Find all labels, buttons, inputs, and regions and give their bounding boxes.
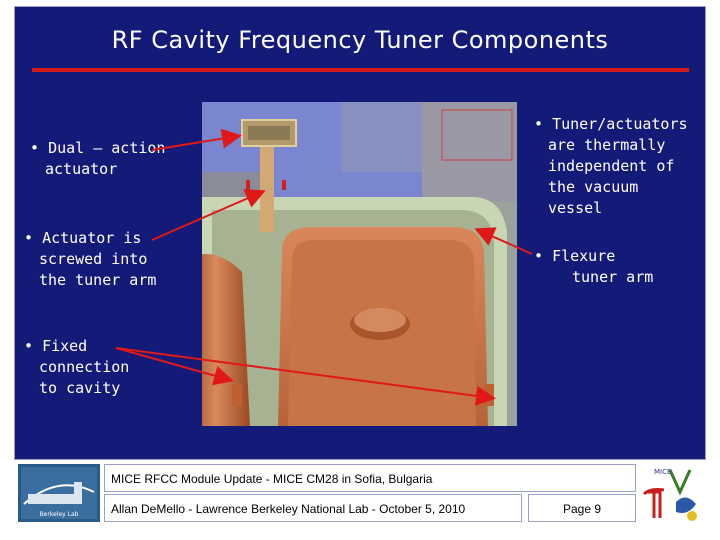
left-logo-caption: Berkeley Lab: [40, 511, 79, 518]
bullet-actuator-screwed: • Actuator is screwed into the tuner arm: [24, 228, 156, 291]
arrow-actuator-screwed: [151, 189, 266, 241]
footer-author: Allan DeMello - Lawrence Berkeley Nation…: [104, 494, 522, 522]
footer-event: MICE RFCC Module Update - MICE CM28 in S…: [104, 464, 636, 492]
bullet-line: to cavity: [39, 379, 121, 397]
bullet-marker: •: [534, 115, 544, 133]
bullet-line: the tuner arm: [39, 271, 157, 289]
bullet-line: the vacuum: [548, 178, 639, 196]
bullet-marker: •: [534, 247, 544, 265]
bullet-line: are thermally: [548, 136, 666, 154]
bullet-dual-action: • Dual – action actuator: [30, 138, 165, 180]
bullet-line: screwed into: [39, 250, 148, 268]
arrow-dual-action: [151, 128, 242, 151]
berkeley-lab-logo: Berkeley Lab: [18, 464, 100, 522]
bullet-line: vessel: [548, 199, 603, 217]
bullet-line: independent of: [548, 157, 675, 175]
bullet-line: Tuner/actuators: [552, 115, 688, 133]
arrow-fixed-connection-1: [115, 347, 234, 386]
mice-logo: MICE: [640, 462, 704, 526]
footer-page-number: Page 9: [528, 494, 636, 522]
bullet-line: actuator: [45, 160, 118, 178]
bullet-marker: •: [24, 229, 34, 247]
bullet-fixed-connection: • Fixed connection to cavity: [24, 336, 129, 399]
bullet-line: Fixed: [42, 337, 88, 355]
arrow-flexure-arm: [474, 227, 533, 255]
bullet-line: tuner arm: [572, 268, 654, 286]
title-underline: [32, 68, 689, 72]
bullet-thermally-independent: • Tuner/actuators are thermally independ…: [534, 114, 688, 219]
slide-title: RF Cavity Frequency Tuner Components: [111, 26, 609, 54]
bullet-marker: •: [24, 337, 34, 355]
bullet-flexure-arm: • Flexure tuner arm: [534, 246, 653, 288]
bullet-line: Actuator is: [42, 229, 142, 247]
bullet-line: Dual – action: [48, 139, 166, 157]
bullet-marker: •: [30, 139, 40, 157]
right-logo-caption: MICE: [654, 468, 671, 476]
bullet-line: Flexure: [552, 247, 616, 265]
arrow-fixed-connection-2: [115, 347, 496, 406]
bullet-line: connection: [39, 358, 130, 376]
